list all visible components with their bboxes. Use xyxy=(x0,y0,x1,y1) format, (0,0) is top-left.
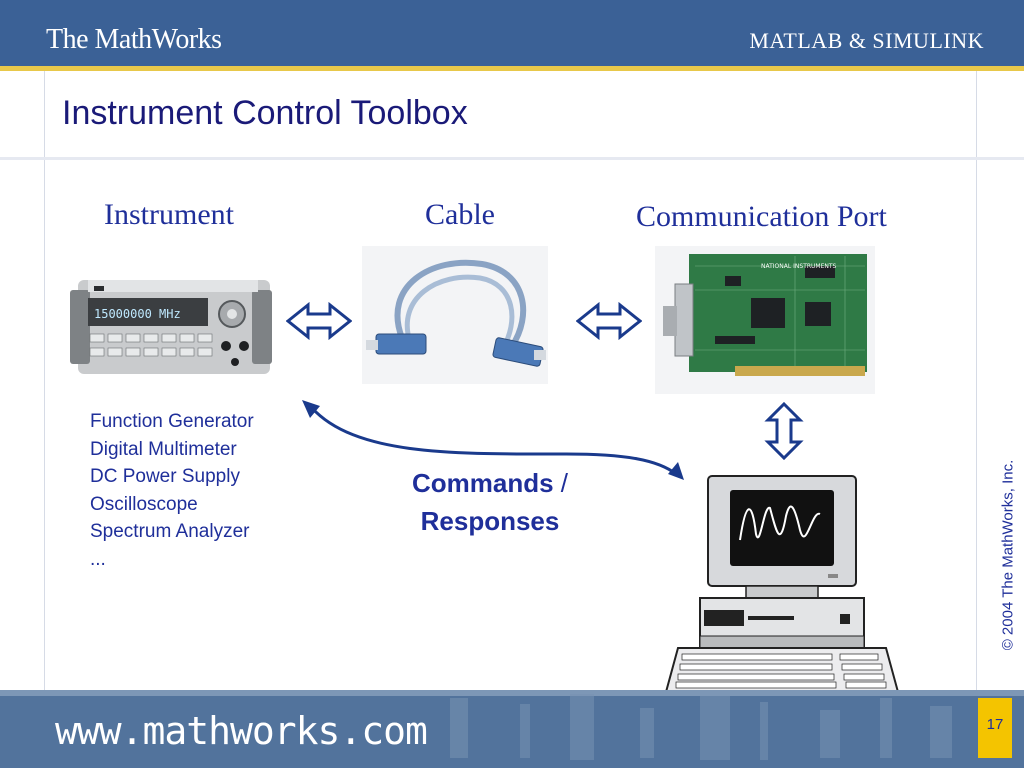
card-brand-text: NATIONAL INSTRUMENTS xyxy=(761,263,837,270)
curved-arrow xyxy=(296,396,688,482)
communication-card-image: NATIONAL INSTRUMENTS xyxy=(655,246,875,394)
separator-slash: / xyxy=(553,468,569,498)
double-arrow-vertical-icon xyxy=(764,401,804,461)
double-arrow-horizontal-icon xyxy=(285,301,353,341)
mathworks-logo: The MathWorks xyxy=(46,24,222,55)
cable-label: Cable xyxy=(425,198,495,231)
function-generator-image: 15000000 MHz xyxy=(68,270,274,378)
cable-image xyxy=(362,246,548,384)
list-item: Digital Multimeter xyxy=(90,438,237,460)
header-bar xyxy=(0,0,1024,68)
responses-text: Responses xyxy=(420,506,560,536)
left-guide-line xyxy=(44,71,45,691)
instrument-list: Function Generator Digital Multimeter DC… xyxy=(90,408,254,573)
commands-text: Commands xyxy=(411,468,554,498)
title-divider xyxy=(0,157,1024,160)
list-item: Spectrum Analyzer xyxy=(90,521,250,542)
communication-port-label: Communication Port xyxy=(636,200,887,233)
list-item: Function Generator xyxy=(90,411,254,432)
page-number: 17 xyxy=(986,716,1004,733)
page-number-box xyxy=(978,698,1012,758)
right-guide-line xyxy=(976,71,977,691)
generator-display-text: 15000000 MHz xyxy=(94,307,181,321)
list-item: Oscilloscope xyxy=(90,493,198,515)
list-item: DC Power Supply xyxy=(90,466,240,487)
footer-bar xyxy=(0,690,1024,768)
slide-title: Instrument Control Toolbox xyxy=(62,94,468,132)
instrument-label: Instrument xyxy=(104,198,234,231)
double-arrow-horizontal-icon xyxy=(575,301,643,341)
website-url: www.mathworks.com xyxy=(55,709,428,753)
computer-image xyxy=(660,470,904,700)
copyright-text: © 2004 The MathWorks, Inc. xyxy=(999,459,1017,651)
commands-responses-label: Commands / Responses xyxy=(380,464,600,540)
list-item: ... xyxy=(90,548,106,570)
matlab-simulink-logo: MATLAB & SIMULINK xyxy=(749,28,984,53)
header-accent-stripe xyxy=(0,66,1024,71)
